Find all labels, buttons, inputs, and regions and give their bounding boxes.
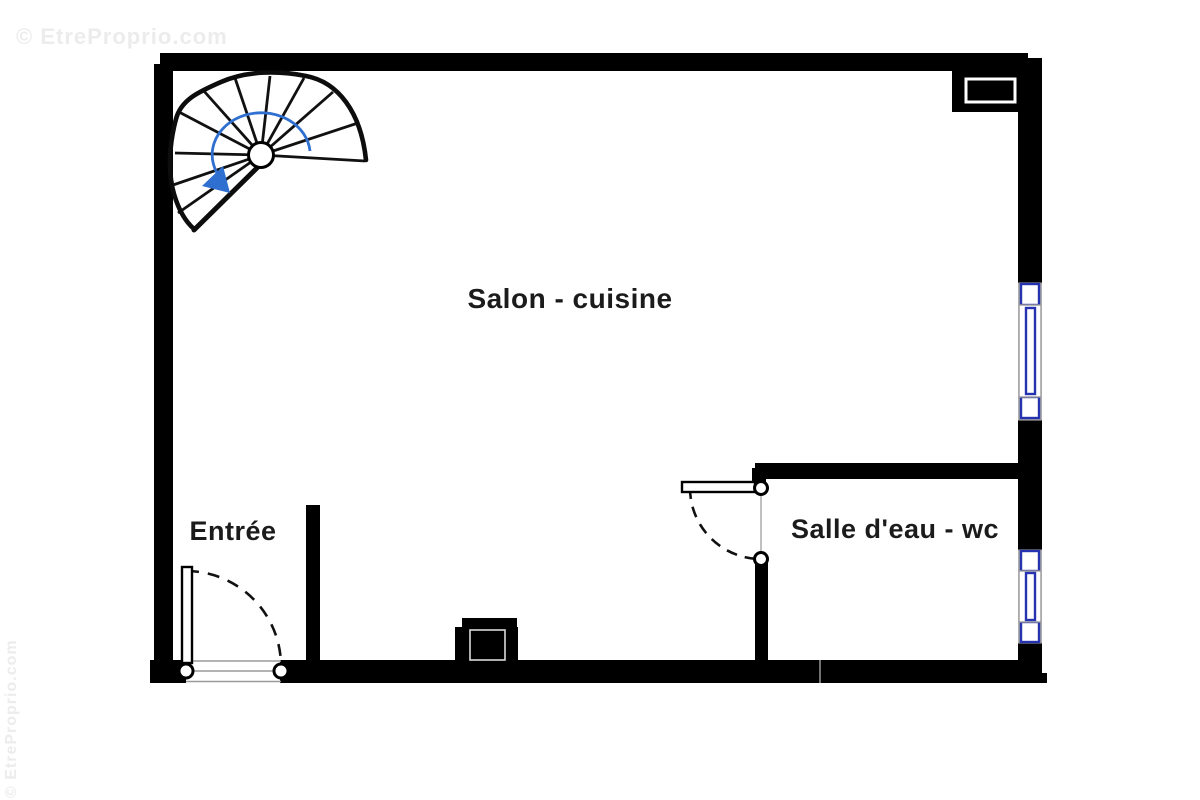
bathroom-door-leaf: [680, 480, 757, 494]
room-label-salle-eau: Salle d'eau - wc: [791, 514, 999, 544]
watermark-bottom-left: © EtreProprio.com: [3, 639, 20, 798]
watermark-top-left: © EtreProprio.com: [16, 24, 228, 49]
wall-top: [160, 53, 1028, 71]
room-label-salon: Salon - cuisine: [467, 283, 672, 314]
window-small-pane: [1024, 571, 1037, 622]
spiral-staircase: [167, 70, 369, 233]
stair-direction-arc: [210, 111, 312, 181]
window-large-jamb-top: [1019, 282, 1041, 307]
entrance-door: [177, 565, 290, 683]
stair-down-arrow-icon: [202, 166, 230, 193]
duct-inner-outline: [964, 77, 1017, 104]
wall-bottom: [280, 660, 1042, 683]
chimney-cap: [462, 618, 517, 628]
wall-left: [154, 64, 173, 660]
bathroom-door-stop: [753, 551, 769, 567]
stair-outer-edge: [167, 70, 369, 232]
wall-bottom-left-piece: [150, 660, 186, 683]
entrance-door-swing-arc: [186, 569, 283, 667]
entrance-door-stop: [272, 662, 290, 680]
window-large-jamb-bottom: [1019, 395, 1041, 420]
wall-right-upper: [1018, 58, 1042, 283]
wall-bathroom-top: [755, 463, 1018, 479]
bathroom-door-hinge: [753, 480, 769, 496]
entrance-door-leaf: [180, 565, 194, 665]
room-label-entree: Entrée: [189, 516, 276, 546]
window-large: [1018, 282, 1042, 421]
chimney-inner-outline: [469, 629, 506, 661]
window-small: [1018, 549, 1042, 644]
exterior-walls: [150, 53, 1047, 683]
window-small-jamb-top: [1019, 549, 1041, 573]
wall-entree-stub: [306, 505, 320, 660]
wall-bathroom-hinge-step: [752, 468, 766, 484]
window-large-pane: [1024, 306, 1037, 396]
stair-cut-line: [191, 160, 265, 233]
bathroom-door: [680, 480, 769, 567]
window-small-jamb-bottom: [1019, 620, 1041, 644]
stair-hub: [247, 141, 275, 169]
entrance-door-hinge: [177, 662, 195, 680]
wall-bathroom-partition: [755, 563, 768, 660]
bathroom-door-swing-arc: [688, 487, 762, 561]
wall-right-middle: [1018, 420, 1042, 550]
